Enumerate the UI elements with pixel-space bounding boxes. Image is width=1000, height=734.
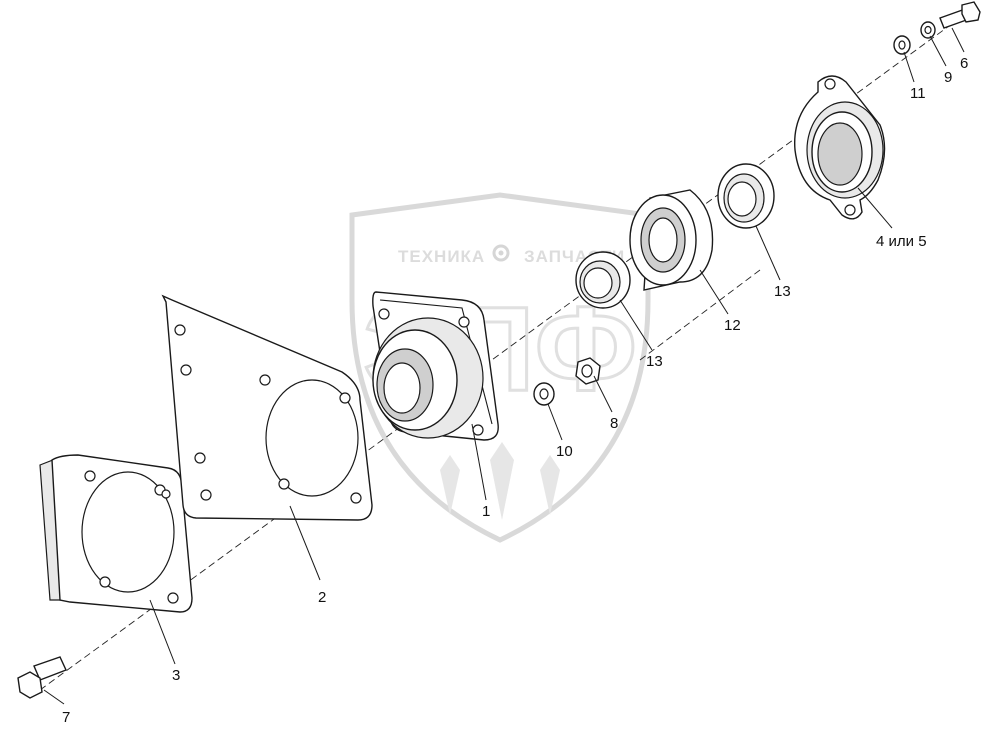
wheat-icon [440, 442, 560, 520]
part-11-washer [893, 35, 911, 55]
gear-icon [492, 244, 510, 262]
part-13-seal-upper [717, 163, 775, 229]
part-12-bearing [629, 189, 714, 291]
callout-8: 8 [610, 415, 618, 432]
part-2-plate [161, 294, 373, 521]
callout-12: 12 [724, 317, 741, 334]
part-1-bearing-housing [372, 291, 499, 441]
callout-11: 11 [910, 85, 926, 102]
callout-10: 10 [556, 443, 573, 460]
callout-1: 1 [482, 503, 490, 520]
callout-3: 3 [172, 667, 180, 684]
callout-9: 9 [944, 69, 952, 86]
part-9-lock-washer [920, 21, 936, 39]
leader-lines [43, 27, 965, 705]
callout-4-or-5: 4 или 5 [876, 233, 927, 250]
part-13-seal-lower [575, 251, 631, 309]
callout-2: 2 [318, 589, 326, 606]
callout-6: 6 [960, 55, 968, 72]
part-3-bracket [39, 454, 193, 613]
callout-13-upper: 13 [774, 283, 791, 300]
watermark-text-left: ТЕХНИКА [398, 247, 485, 266]
callout-7: 7 [62, 709, 70, 726]
part-8-nut [575, 357, 601, 385]
part-4-or-5-cover [793, 75, 886, 220]
part-7-bolt [17, 656, 67, 699]
part-10-washer [533, 382, 555, 406]
part-6-bolt [939, 1, 981, 29]
assembly-axis-secondary [639, 269, 761, 361]
callout-13-lower: 13 [646, 353, 663, 370]
